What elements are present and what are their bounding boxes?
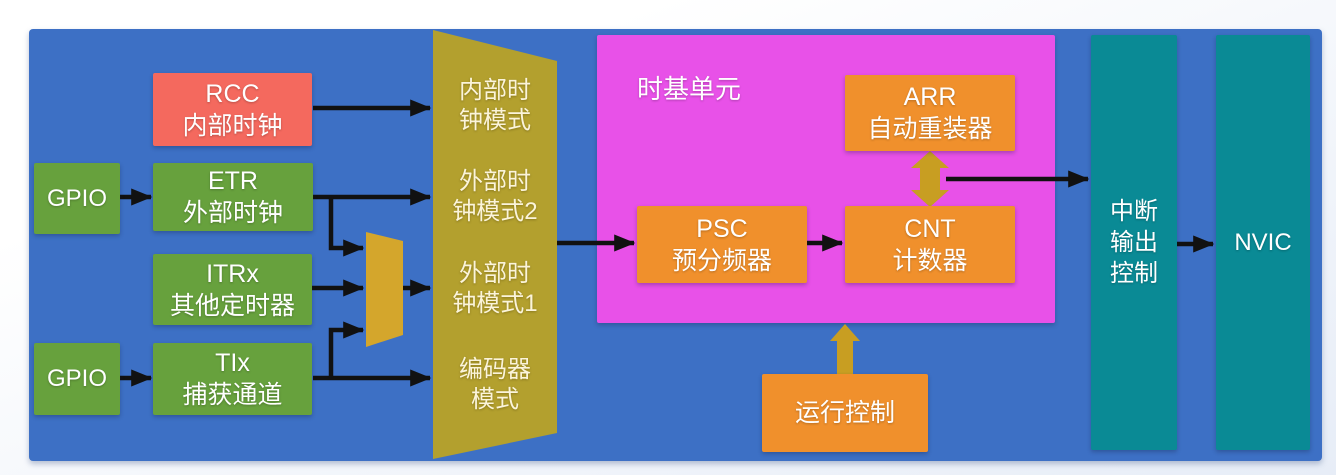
block-cnt-counter: CNT 计数器 [845, 206, 1015, 283]
block-arr-auto-reload: ARR 自动重装器 [845, 75, 1015, 151]
block-psc-prescaler: PSC 预分频器 [637, 206, 807, 283]
label-external-clock-mode2: 外部时 钟模式2 [452, 168, 538, 225]
block-rcc-internal-clock: RCC 内部时钟 [153, 73, 312, 146]
label-internal-clock-mode: 内部时 钟模式 [459, 77, 531, 134]
block-etr-external-clock: ETR 外部时钟 [153, 163, 313, 231]
block-gpio-top: GPIO [34, 163, 120, 234]
block-interrupt-output-control: 中断 输出 控制 [1091, 35, 1177, 450]
label-encoder-mode: 编码器 模式 [459, 356, 531, 413]
block-gpio-bottom: GPIO [34, 343, 120, 415]
block-nvic: NVIC [1216, 35, 1310, 450]
block-run-control: 运行控制 [762, 374, 928, 452]
block-tix-capture-channel: TIx 捕获通道 [153, 343, 312, 415]
label-external-clock-mode1: 外部时 钟模式1 [452, 260, 538, 317]
time-base-unit-label: 时基单元 [637, 74, 742, 104]
block-itrx-other-timers: ITRx 其他定时器 [153, 254, 312, 325]
